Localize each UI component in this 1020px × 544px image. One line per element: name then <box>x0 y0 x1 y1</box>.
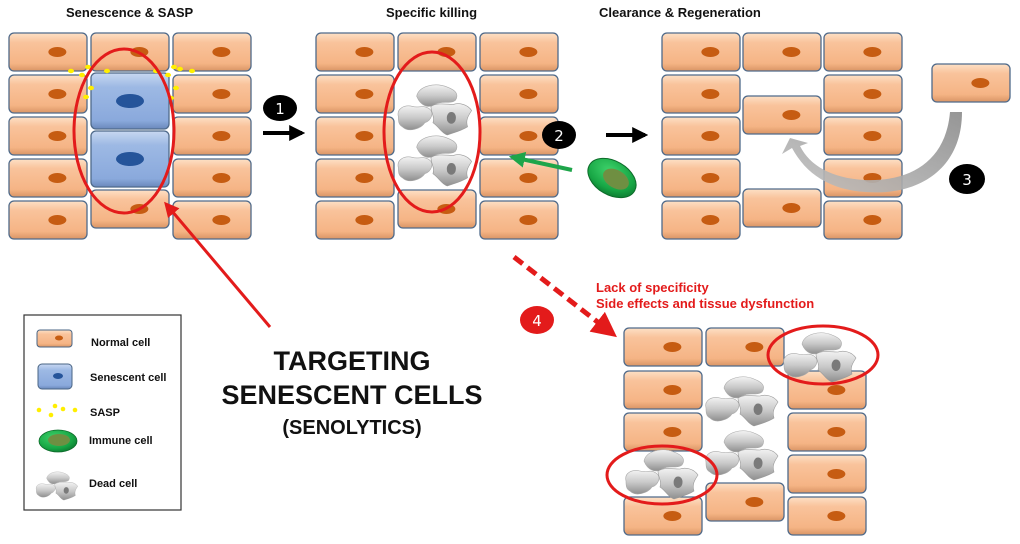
dead-cell <box>397 84 473 136</box>
dead-cell <box>397 135 473 187</box>
step-1-badge: 1 <box>263 95 297 121</box>
sasp-dot <box>104 68 110 74</box>
normal-cell <box>742 32 822 72</box>
step-2-badge: 2 <box>542 121 576 149</box>
step-3-badge: 3 <box>949 164 985 194</box>
normal-cell <box>823 74 903 114</box>
normal-cell <box>172 116 252 156</box>
legend-label-sasp: SASP <box>90 407 120 419</box>
senescent-cell <box>90 130 170 188</box>
normal-cell <box>172 158 252 198</box>
senescent-highlight-ring <box>72 47 176 215</box>
svg-text:3: 3 <box>962 171 972 189</box>
sasp-dot <box>171 64 177 70</box>
sasp-dot <box>165 72 171 78</box>
targeting-arrow <box>164 201 272 328</box>
normal-cell <box>172 32 252 72</box>
normal-cell <box>705 482 785 522</box>
normal-cell <box>823 32 903 72</box>
immune-cell <box>587 157 637 199</box>
normal-cell <box>479 32 559 72</box>
sasp-dot <box>177 66 183 72</box>
legend-label-normal: Normal cell <box>91 337 150 349</box>
normal-cell <box>479 74 559 114</box>
normal-cell <box>661 158 741 198</box>
normal-cell <box>661 116 741 156</box>
normal-cell <box>315 200 395 240</box>
senescent-cell <box>90 72 170 130</box>
normal-cell <box>8 74 88 114</box>
dead-cell <box>705 376 779 427</box>
normal-cell <box>787 496 867 536</box>
normal-cell <box>623 370 703 410</box>
panel-title-senescence: Senescence & SASP <box>66 5 194 20</box>
legend-label-senescent: Senescent cell <box>90 372 166 384</box>
center-label-line-2: SENESCENT CELLS <box>221 380 482 410</box>
normal-cell <box>661 74 741 114</box>
normal-cell <box>8 32 88 72</box>
offtarget-ring <box>605 444 719 506</box>
normal-cell <box>315 116 395 156</box>
normal-cell <box>90 189 170 229</box>
normal-cell-icon <box>36 329 73 348</box>
warning-line-1: Lack of specificity <box>596 280 709 295</box>
normal-cell <box>90 32 170 72</box>
normal-cell <box>8 116 88 156</box>
sasp-dot <box>85 64 91 70</box>
sasp-dot <box>189 68 195 74</box>
normal-cell <box>397 189 477 229</box>
normal-cell <box>931 63 1011 103</box>
svg-text:1: 1 <box>275 100 285 118</box>
center-label-line-3: (SENOLYTICS) <box>282 417 421 439</box>
center-label-line-1: TARGETING <box>274 346 431 376</box>
sasp-dot <box>88 85 94 91</box>
sasp-dot <box>79 72 85 78</box>
normal-cell <box>661 32 741 72</box>
nonspecific-arrow <box>512 255 617 338</box>
normal-cell <box>661 200 741 240</box>
offtarget-ring <box>766 324 880 386</box>
step-4-badge: 4 <box>520 306 554 334</box>
normal-cell <box>623 327 703 367</box>
senescent-cell-icon <box>37 363 73 390</box>
normal-cell <box>479 200 559 240</box>
normal-cell <box>8 200 88 240</box>
legend-label-immune: Immune cell <box>89 435 153 447</box>
immune-attack-arrow <box>508 151 573 172</box>
normal-cell <box>315 74 395 114</box>
cell-grids <box>8 32 1011 536</box>
killing-highlight-ring <box>382 50 482 214</box>
warning-line-2: Side effects and tissue dysfunction <box>596 296 814 311</box>
normal-cell <box>823 116 903 156</box>
normal-cell <box>8 158 88 198</box>
normal-cell <box>787 412 867 452</box>
legend-label-dead: Dead cell <box>89 478 137 490</box>
normal-cell <box>172 74 252 114</box>
svg-text:4: 4 <box>532 312 542 330</box>
normal-cell <box>172 200 252 240</box>
normal-cell <box>705 327 785 367</box>
svg-text:2: 2 <box>554 127 564 145</box>
sasp-dots-icon <box>36 403 78 418</box>
normal-cell <box>787 454 867 494</box>
regeneration-arrow <box>782 112 962 193</box>
sasp-dot <box>173 85 179 91</box>
panel-title-clearance: Clearance & Regeneration <box>599 5 761 20</box>
normal-cell <box>315 32 395 72</box>
immune-cell-icon <box>38 429 78 453</box>
normal-cell <box>623 496 703 536</box>
sasp-dot <box>68 68 74 74</box>
normal-cell <box>742 95 822 135</box>
dead-cell <box>625 449 699 500</box>
sasp-dot <box>83 94 89 100</box>
normal-cell <box>742 188 822 228</box>
normal-cell <box>823 200 903 240</box>
panel-title-killing: Specific killing <box>386 5 477 20</box>
normal-cell <box>315 158 395 198</box>
legend: Normal cell Senescent cell SASP Immune c… <box>23 314 182 511</box>
